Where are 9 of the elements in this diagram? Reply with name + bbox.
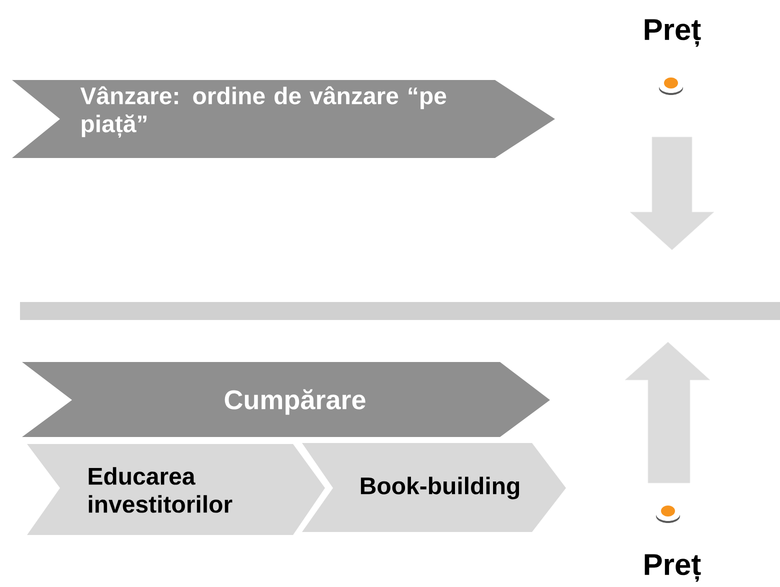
chevron-box: Educarea investitorilor <box>27 444 325 535</box>
node-label: Book-building <box>360 476 520 500</box>
price-label: Preț <box>644 19 701 47</box>
node-label: Educarea investitorilor <box>88 467 232 513</box>
chevron-box: Book-building <box>302 443 566 532</box>
divider-band <box>20 302 780 320</box>
price-label: Preț <box>644 554 701 582</box>
chevron-box: Cumpărare <box>22 362 550 437</box>
chevron-box: Vânzare: ordine de vânzare “pe piață” <box>12 80 555 158</box>
